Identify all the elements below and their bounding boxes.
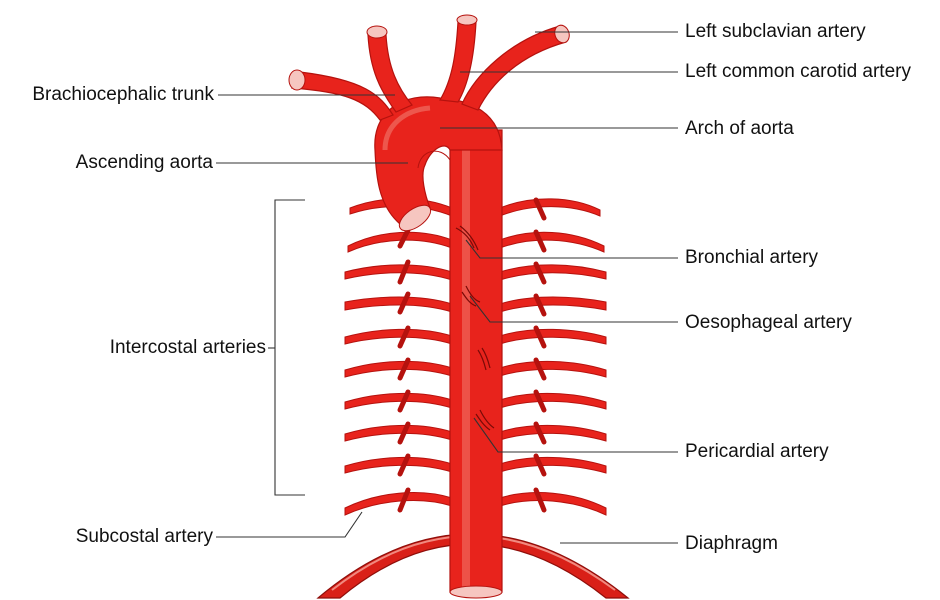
label-pericardial-artery: Pericardial artery <box>685 441 829 463</box>
descending-aorta <box>450 130 502 598</box>
label-left-common-carotid-artery: Left common carotid artery <box>685 61 911 83</box>
label-subcostal-artery: Subcostal artery <box>8 526 213 548</box>
intercostal-arteries-right <box>500 199 606 515</box>
label-arch-of-aorta: Arch of aorta <box>685 118 794 140</box>
label-ascending-aorta: Ascending aorta <box>8 152 213 174</box>
label-bronchial-artery: Bronchial artery <box>685 247 818 269</box>
label-brachiocephalic-trunk: Brachiocephalic trunk <box>8 84 214 106</box>
label-diaphragm: Diaphragm <box>685 533 778 555</box>
label-intercostal-arteries: Intercostal arteries <box>8 337 266 359</box>
label-left-subclavian-artery: Left subclavian artery <box>685 21 866 43</box>
label-oesophageal-artery: Oesophageal artery <box>685 312 852 334</box>
